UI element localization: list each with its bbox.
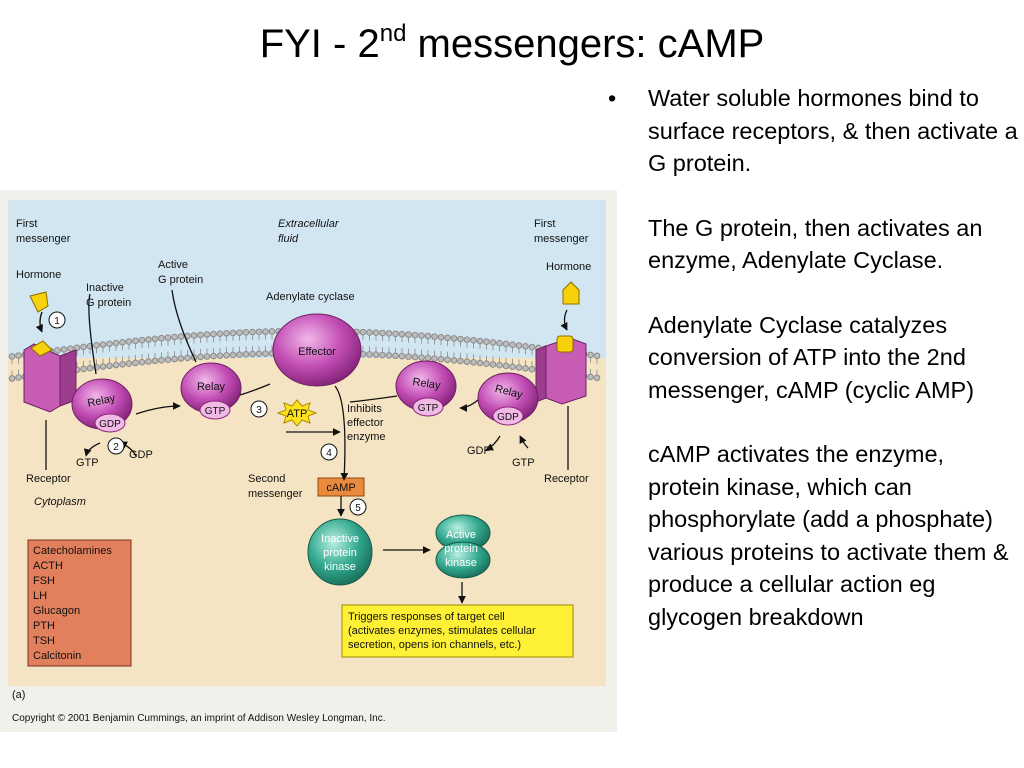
hormone-list-item: ACTH — [33, 560, 63, 572]
gdp-left-label: GDP — [129, 449, 153, 461]
active-protein-kinase-shape — [435, 541, 491, 579]
effector-label: Effector — [298, 346, 336, 358]
hormone-list-item: PTH — [33, 620, 55, 632]
gdp-badge — [94, 413, 126, 433]
camp-pathway-diagram: 1 2 3 4 5 First messenger First messenge… — [8, 200, 606, 724]
effector-enzyme-shape — [272, 313, 362, 387]
triggers-box — [341, 604, 574, 658]
gdp-label: GDP — [99, 419, 121, 430]
inactive-pk-label: Inactive — [321, 533, 359, 545]
title-prefix: FYI - 2 — [259, 22, 380, 66]
relay-label: Relay — [412, 376, 442, 392]
receptor-right-shape — [535, 335, 587, 405]
step-4-label: 4 — [326, 448, 332, 459]
relay-label: Relay — [197, 381, 226, 393]
gtp-right-label: GTP — [512, 457, 535, 469]
receptor-left-label: Receptor — [26, 473, 71, 485]
active-g-protein-label: Active — [158, 259, 188, 271]
second-messenger-label: Second — [248, 473, 285, 485]
step-1-label: 1 — [54, 316, 60, 327]
copyright-text: Copyright © 2001 Benjamin Cummings, an i… — [12, 713, 385, 724]
first-messenger-left-label: messenger — [16, 233, 71, 245]
triggers-label: (activates enzymes, stimulates cellular — [348, 625, 536, 637]
gdp-right-label: GDP — [467, 445, 491, 457]
hormone-list-item: TSH — [33, 635, 55, 647]
inactive-pk-label: kinase — [324, 561, 356, 573]
hormone-list-item: Catecholamines — [33, 545, 112, 557]
first-messenger-right-label: First — [534, 218, 555, 230]
camp-label: cAMP — [326, 482, 355, 494]
inactive-g-protein-label: Inactive — [86, 282, 124, 294]
step-3-label: 3 — [256, 405, 262, 416]
atp-label: ATP — [287, 408, 308, 420]
gtp-badge — [412, 397, 444, 417]
active-pk-label: kinase — [445, 557, 477, 569]
gtp-label: GTP — [205, 406, 226, 417]
triggers-label: Triggers responses of target cell — [348, 611, 505, 623]
title-suffix: messengers: cAMP — [406, 22, 765, 66]
atp-star-shape — [276, 399, 318, 427]
hormone-left-shape — [29, 291, 49, 313]
cytoplasm-label: Cytoplasm — [34, 496, 86, 508]
second-messenger-label: messenger — [248, 488, 303, 500]
bullet-item: cAMP activates the enzyme, protein kinas… — [608, 438, 1018, 633]
receptor-left-shape — [23, 340, 77, 413]
hormone-list-item: LH — [33, 590, 47, 602]
hormone-list-item: FSH — [33, 575, 55, 587]
step-5-label: 5 — [355, 503, 361, 514]
gtp-left-label: GTP — [76, 457, 99, 469]
bullet-item: Adenylate Cyclase catalyzes conversion o… — [608, 309, 1018, 407]
relay-label: Relay — [86, 392, 116, 410]
panel-label: (a) — [12, 689, 25, 701]
extracellular-label: fluid — [278, 233, 299, 245]
active-g-protein-label: G protein — [158, 274, 203, 286]
inactive-pk-label: protein — [323, 547, 357, 559]
gdp-badge — [492, 406, 524, 426]
triggers-label: secretion, opens ion channels, etc.) — [348, 639, 521, 651]
bullet-item: The G protein, then activates an enzyme,… — [608, 212, 1018, 277]
bullet-list: Water soluble hormones bind to surface r… — [608, 82, 1018, 665]
slide-title: FYI - 2nd messengers: cAMP — [0, 22, 1024, 67]
hormone-list-item: Calcitonin — [33, 650, 81, 662]
hormone-left-label: Hormone — [16, 269, 61, 281]
inactive-g-protein-label: G protein — [86, 297, 131, 309]
first-messenger-right-label: messenger — [534, 233, 589, 245]
hormone-list-item: Glucagon — [33, 605, 80, 617]
inhibits-label: Inhibits — [347, 403, 382, 415]
hormone-right-label: Hormone — [546, 261, 591, 273]
hormone-list-box — [27, 539, 132, 667]
inhibits-label: enzyme — [347, 431, 386, 443]
step-markers — [48, 311, 367, 516]
bullet-item: Water soluble hormones bind to surface r… — [608, 82, 1018, 180]
gtp-label: GTP — [418, 403, 439, 414]
active-pk-label: protein — [444, 543, 478, 555]
camp-pathway-figure: 1 2 3 4 5 First messenger First messenge… — [0, 190, 617, 732]
inactive-protein-kinase-shape — [307, 518, 373, 586]
gtp-badge — [199, 400, 231, 420]
inhibits-label: effector — [347, 417, 384, 429]
hormone-right-shape — [562, 281, 580, 305]
adenylate-cyclase-label: Adenylate cyclase — [266, 291, 355, 303]
active-pk-label: Active — [446, 529, 476, 541]
title-superscript: nd — [379, 20, 407, 47]
step-2-label: 2 — [113, 442, 119, 453]
gdp-label: GDP — [497, 412, 519, 423]
first-messenger-left-label: First — [16, 218, 37, 230]
extracellular-label: Extracellular — [278, 218, 340, 230]
receptor-right-label: Receptor — [544, 473, 589, 485]
